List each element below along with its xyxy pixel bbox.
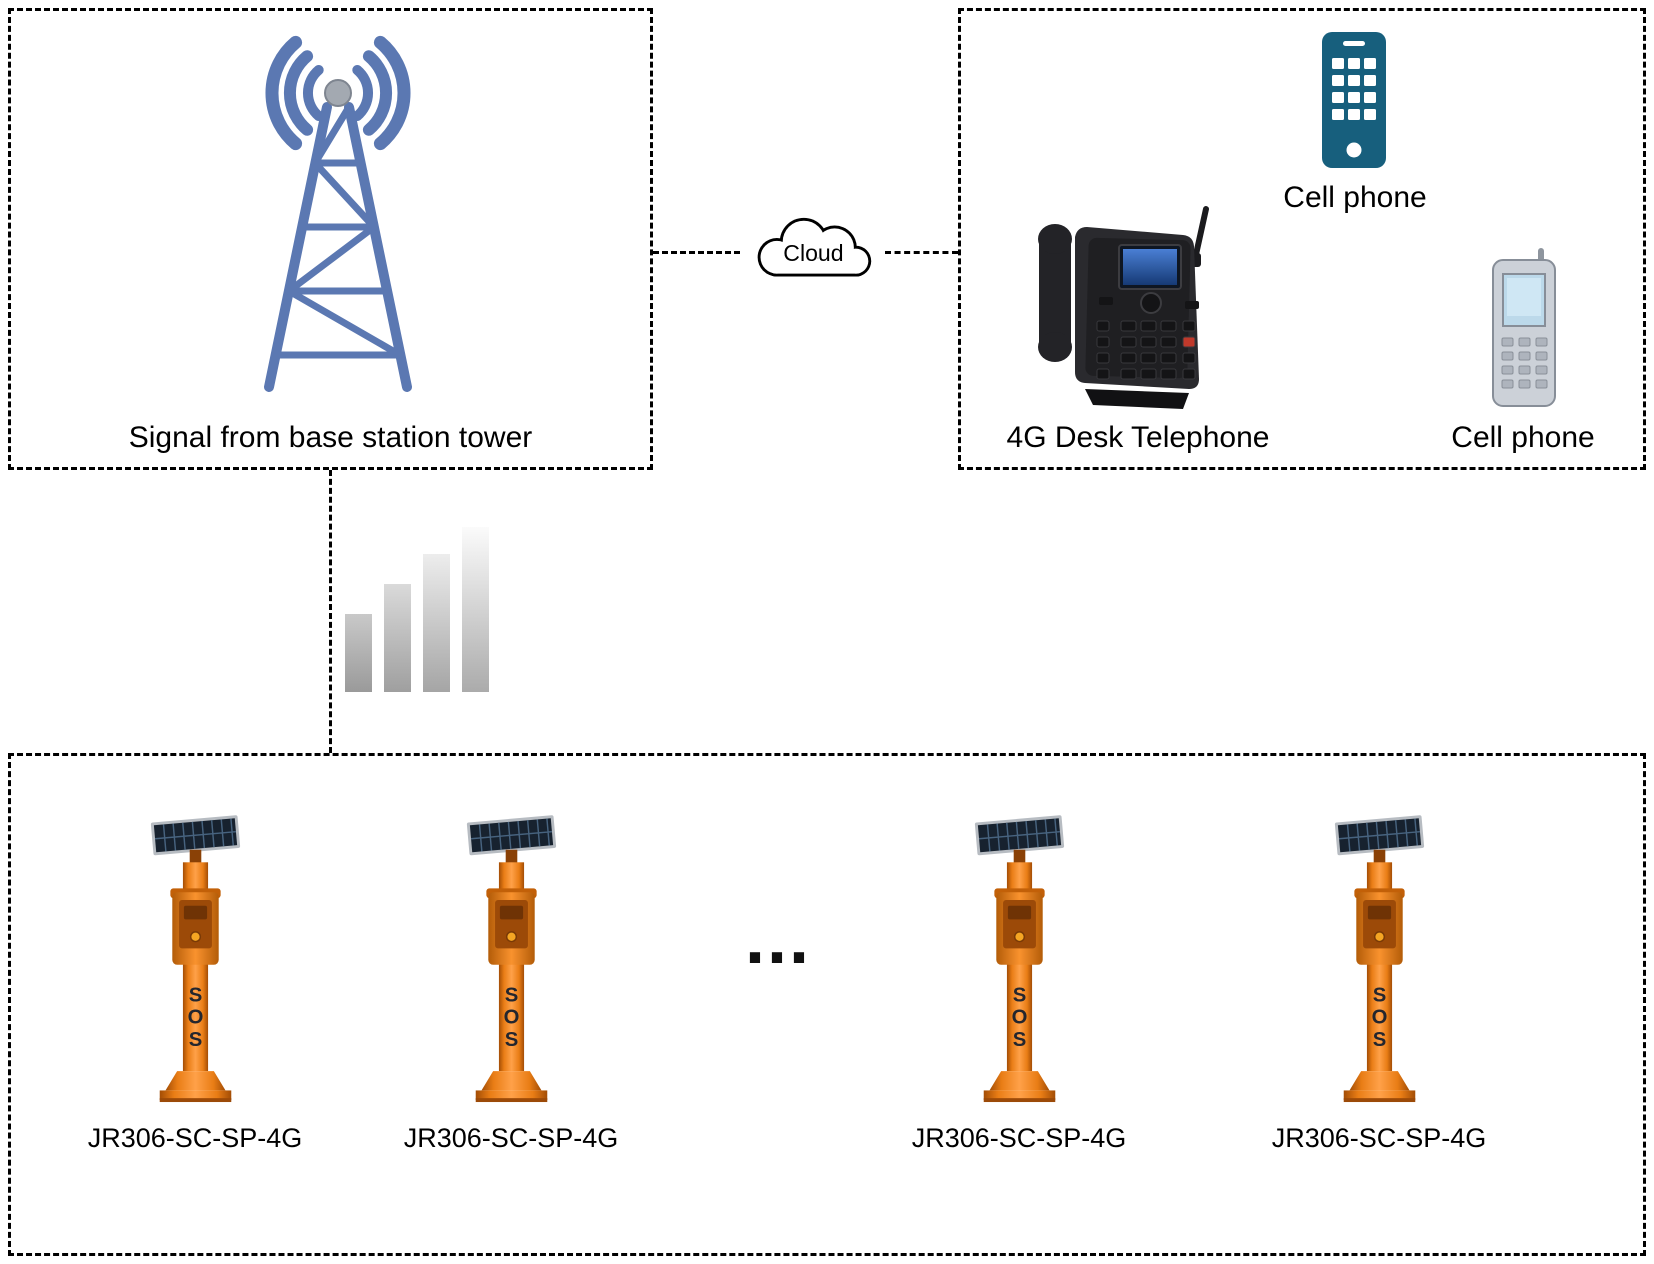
svg-text:O: O <box>188 1007 204 1029</box>
svg-text:S: S <box>1013 985 1027 1007</box>
sos-text: S O S <box>1012 985 1028 1051</box>
signal-bar <box>345 614 372 692</box>
solar-panel-icon <box>150 815 241 856</box>
panel-mount <box>1373 849 1386 866</box>
antenna-hub-icon <box>324 79 352 107</box>
svg-text:S: S <box>1373 1029 1387 1051</box>
svg-text:S: S <box>189 985 203 1007</box>
signal-bar <box>384 584 411 692</box>
call-unit <box>170 888 221 965</box>
svg-text:S: S <box>1013 1029 1027 1051</box>
radio-waves-icon <box>265 35 411 151</box>
smartphone-icon <box>1322 32 1386 168</box>
signal-bar <box>462 527 489 692</box>
phone-screen <box>1123 249 1177 285</box>
keypad <box>1501 337 1548 389</box>
base-station-label: Signal from base station tower <box>128 421 533 454</box>
svg-text:S: S <box>505 985 519 1007</box>
svg-text:O: O <box>1372 1007 1388 1029</box>
handset-icon <box>1038 224 1072 362</box>
cloud-outline <box>757 217 872 277</box>
tower-structure <box>264 102 412 392</box>
antenna-icon <box>1192 206 1209 262</box>
panel-mount <box>1013 849 1026 866</box>
connector-left-to-cloud <box>653 251 740 254</box>
connector-tower-to-stations <box>329 470 332 753</box>
nav-key <box>1140 292 1162 314</box>
station-base <box>475 1071 548 1103</box>
sos-stations-box: S O S <box>8 753 1646 1256</box>
connector-cloud-to-right <box>885 251 958 254</box>
desk-phone-icon <box>1038 206 1209 409</box>
sos-text: S O S <box>504 985 520 1051</box>
cloud-label: Cloud <box>783 240 843 266</box>
receivers-box: Cell phone <box>958 8 1646 470</box>
call-unit <box>1354 888 1405 965</box>
cell-phone-top-label: Cell phone <box>1283 181 1427 214</box>
station-label: JR306-SC-SP-4G <box>87 1123 303 1153</box>
signal-bar <box>423 554 450 692</box>
feature-phone-icon <box>1492 248 1556 407</box>
panel-mount <box>189 849 202 866</box>
solar-panel-icon <box>1334 815 1425 856</box>
solar-panel-icon <box>466 815 557 856</box>
station-label: JR306-SC-SP-4G <box>403 1123 619 1153</box>
call-unit <box>994 888 1045 965</box>
station-base <box>983 1071 1056 1103</box>
sos-station-icon: S O S <box>150 815 241 1103</box>
keypad <box>1096 320 1196 380</box>
cell-phone-right-label: Cell phone <box>1451 421 1595 454</box>
svg-text:S: S <box>505 1029 519 1051</box>
station-base <box>1343 1071 1416 1103</box>
svg-text:S: S <box>189 1029 203 1051</box>
sos-station-icon: S O S <box>466 815 557 1103</box>
cloud-shape: Cloud <box>757 217 872 277</box>
sos-station-icon: S O S <box>974 815 1065 1103</box>
more-stations-ellipsis: ... <box>744 899 811 979</box>
sos-text: S O S <box>1372 985 1388 1051</box>
signal-strength-icon <box>345 527 489 692</box>
station-label: JR306-SC-SP-4G <box>911 1123 1127 1153</box>
station-label: JR306-SC-SP-4G <box>1271 1123 1487 1153</box>
svg-text:S: S <box>1373 985 1387 1007</box>
solar-panel-icon <box>974 815 1065 856</box>
svg-text:O: O <box>1012 1007 1028 1029</box>
station-base <box>159 1071 232 1103</box>
panel-mount <box>505 849 518 866</box>
sos-text: S O S <box>188 985 204 1051</box>
base-station-box: Signal from base station tower <box>8 8 653 470</box>
svg-text:O: O <box>504 1007 520 1029</box>
call-unit <box>486 888 537 965</box>
cell-tower-icon <box>264 35 412 392</box>
desk-phone-label: 4G Desk Telephone <box>1006 421 1270 454</box>
sos-station-icon: S O S <box>1334 815 1425 1103</box>
